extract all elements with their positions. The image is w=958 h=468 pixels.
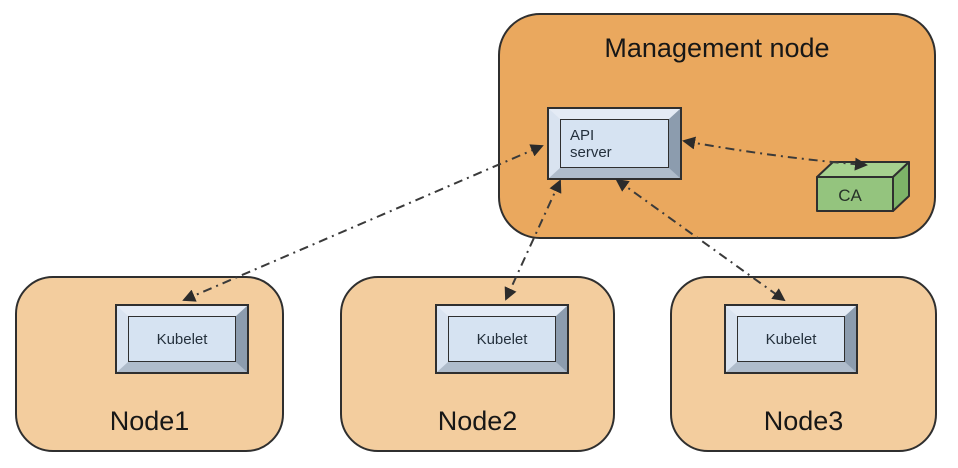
node2: Kubelet Node2 [340, 276, 615, 452]
node1: Kubelet Node1 [15, 276, 284, 452]
api-server-box: API server [547, 107, 682, 180]
kubelet-box-node3: Kubelet [724, 304, 858, 374]
node1-label: Node1 [109, 406, 190, 436]
kubelet-box-node2: Kubelet [435, 304, 569, 374]
management-node: Management node API server [498, 13, 936, 239]
management-node-title: Management node [604, 33, 830, 63]
kubelet-label-node1: Kubelet [156, 330, 208, 348]
kubelet-box-node1: Kubelet [115, 304, 249, 374]
api-server-face: API server [560, 119, 669, 168]
kubelet-face-node2: Kubelet [448, 316, 556, 362]
api-server-label: API server [570, 126, 612, 161]
kubelet-bevel-node3: Kubelet [726, 306, 856, 372]
node3-label: Node3 [763, 406, 844, 436]
kubelet-face-node1: Kubelet [128, 316, 236, 362]
node3: Kubelet Node3 [670, 276, 937, 452]
node2-label: Node2 [437, 406, 518, 436]
api-server-bevel: API server [549, 109, 680, 178]
kubelet-bevel-node1: Kubelet [117, 306, 247, 372]
kubelet-face-node3: Kubelet [737, 316, 845, 362]
kubelet-bevel-node2: Kubelet [437, 306, 567, 372]
kubelet-label-node2: Kubelet [476, 330, 528, 348]
kubelet-label-node3: Kubelet [765, 330, 817, 348]
